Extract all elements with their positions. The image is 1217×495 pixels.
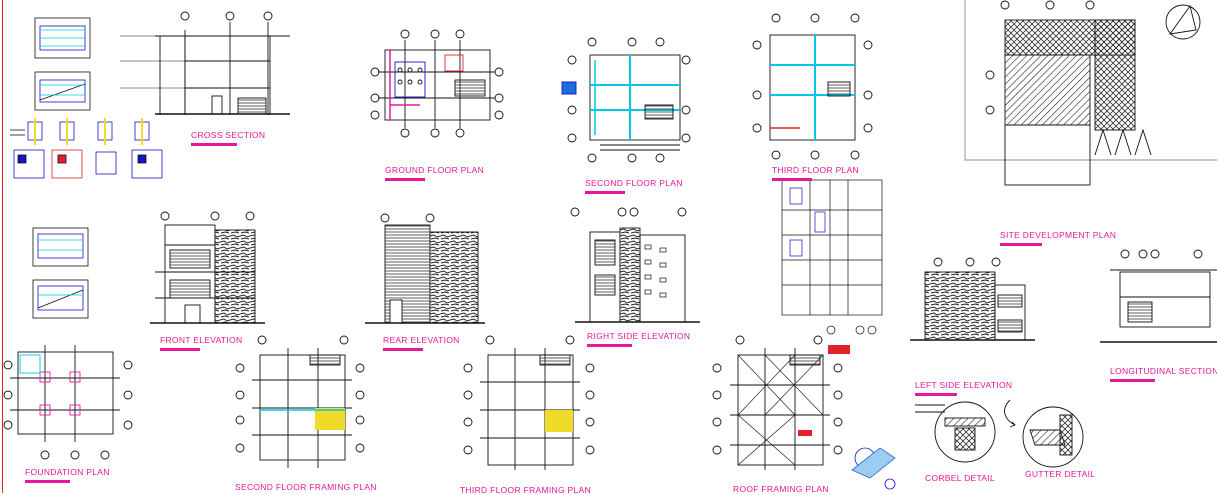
footing-details — [34, 17, 91, 111]
second-floor-plan-title-bar — [585, 191, 625, 194]
third-floor-plan-title-bar — [772, 178, 812, 181]
foundation-plan-title-bar — [25, 480, 70, 483]
front-elevation-drawing — [150, 211, 265, 324]
schedule-tables — [781, 179, 883, 354]
front-elevation-title-bar — [160, 348, 200, 351]
left-side-elevation-title: LEFT SIDE ELEVATION — [915, 380, 1013, 390]
third-floor-plan-drawing — [752, 13, 873, 160]
longitudinal-section-title: LONGITUDINAL SECTION — [1110, 366, 1217, 376]
third-floor-plan-title: THIRD FLOOR PLAN — [772, 165, 859, 175]
second-floor-framing-plan-drawing — [235, 335, 365, 468]
connection-detail — [851, 447, 896, 490]
cross-section-title: CROSS SECTION — [191, 130, 266, 140]
gutter-detail-drawing — [1004, 399, 1084, 468]
front-elevation-title: FRONT ELEVATION — [160, 335, 243, 345]
second-floor-plan-drawing — [561, 37, 691, 163]
gutter-detail-title: GUTTER DETAIL — [1025, 469, 1096, 479]
left-side-elevation-drawing — [910, 257, 1035, 341]
second-floor-framing-plan-title: SECOND FLOOR FRAMING PLAN — [235, 482, 377, 492]
right-side-elevation-drawing — [570, 207, 700, 323]
column-details — [10, 118, 163, 179]
left-side-elevation-title-bar — [915, 393, 957, 396]
rear-elevation-drawing — [365, 213, 485, 324]
foundation-plan-title: FOUNDATION PLAN — [25, 467, 110, 477]
third-floor-framing-plan-drawing — [463, 335, 595, 470]
rear-elevation-title: REAR ELEVATION — [383, 335, 460, 345]
footing-details-lower — [32, 227, 89, 319]
ground-floor-plan-title-bar — [385, 178, 425, 181]
roof-framing-plan-drawing — [712, 335, 843, 470]
foundation-plan-drawing — [3, 345, 133, 460]
site-development-plan-drawing — [964, 0, 1217, 186]
second-floor-plan-title: SECOND FLOOR PLAN — [585, 178, 683, 188]
third-floor-framing-plan-title: THIRD FLOOR FRAMING PLAN — [460, 485, 591, 495]
ground-floor-plan-title: GROUND FLOOR PLAN — [385, 165, 485, 175]
corbel-detail-title: CORBEL DETAIL — [925, 473, 996, 483]
cross-section-title-bar — [191, 143, 237, 146]
ground-floor-plan-drawing — [370, 29, 504, 138]
corbel-detail-drawing — [915, 401, 996, 463]
roof-framing-plan-title: ROOF FRAMING PLAN — [733, 484, 829, 494]
right-side-elevation-title-bar — [587, 344, 632, 347]
site-development-plan-title-bar — [1000, 243, 1042, 246]
longitudinal-section-title-bar — [1110, 379, 1155, 382]
right-side-elevation-title: RIGHT SIDE ELEVATION — [587, 331, 691, 341]
site-development-plan-title: SITE DEVELOPMENT PLAN — [1000, 230, 1117, 240]
sheet-border-line — [2, 0, 3, 493]
cross-section-drawing — [120, 11, 290, 115]
rear-elevation-title-bar — [383, 348, 423, 351]
longitudinal-section-drawing — [1100, 249, 1217, 343]
